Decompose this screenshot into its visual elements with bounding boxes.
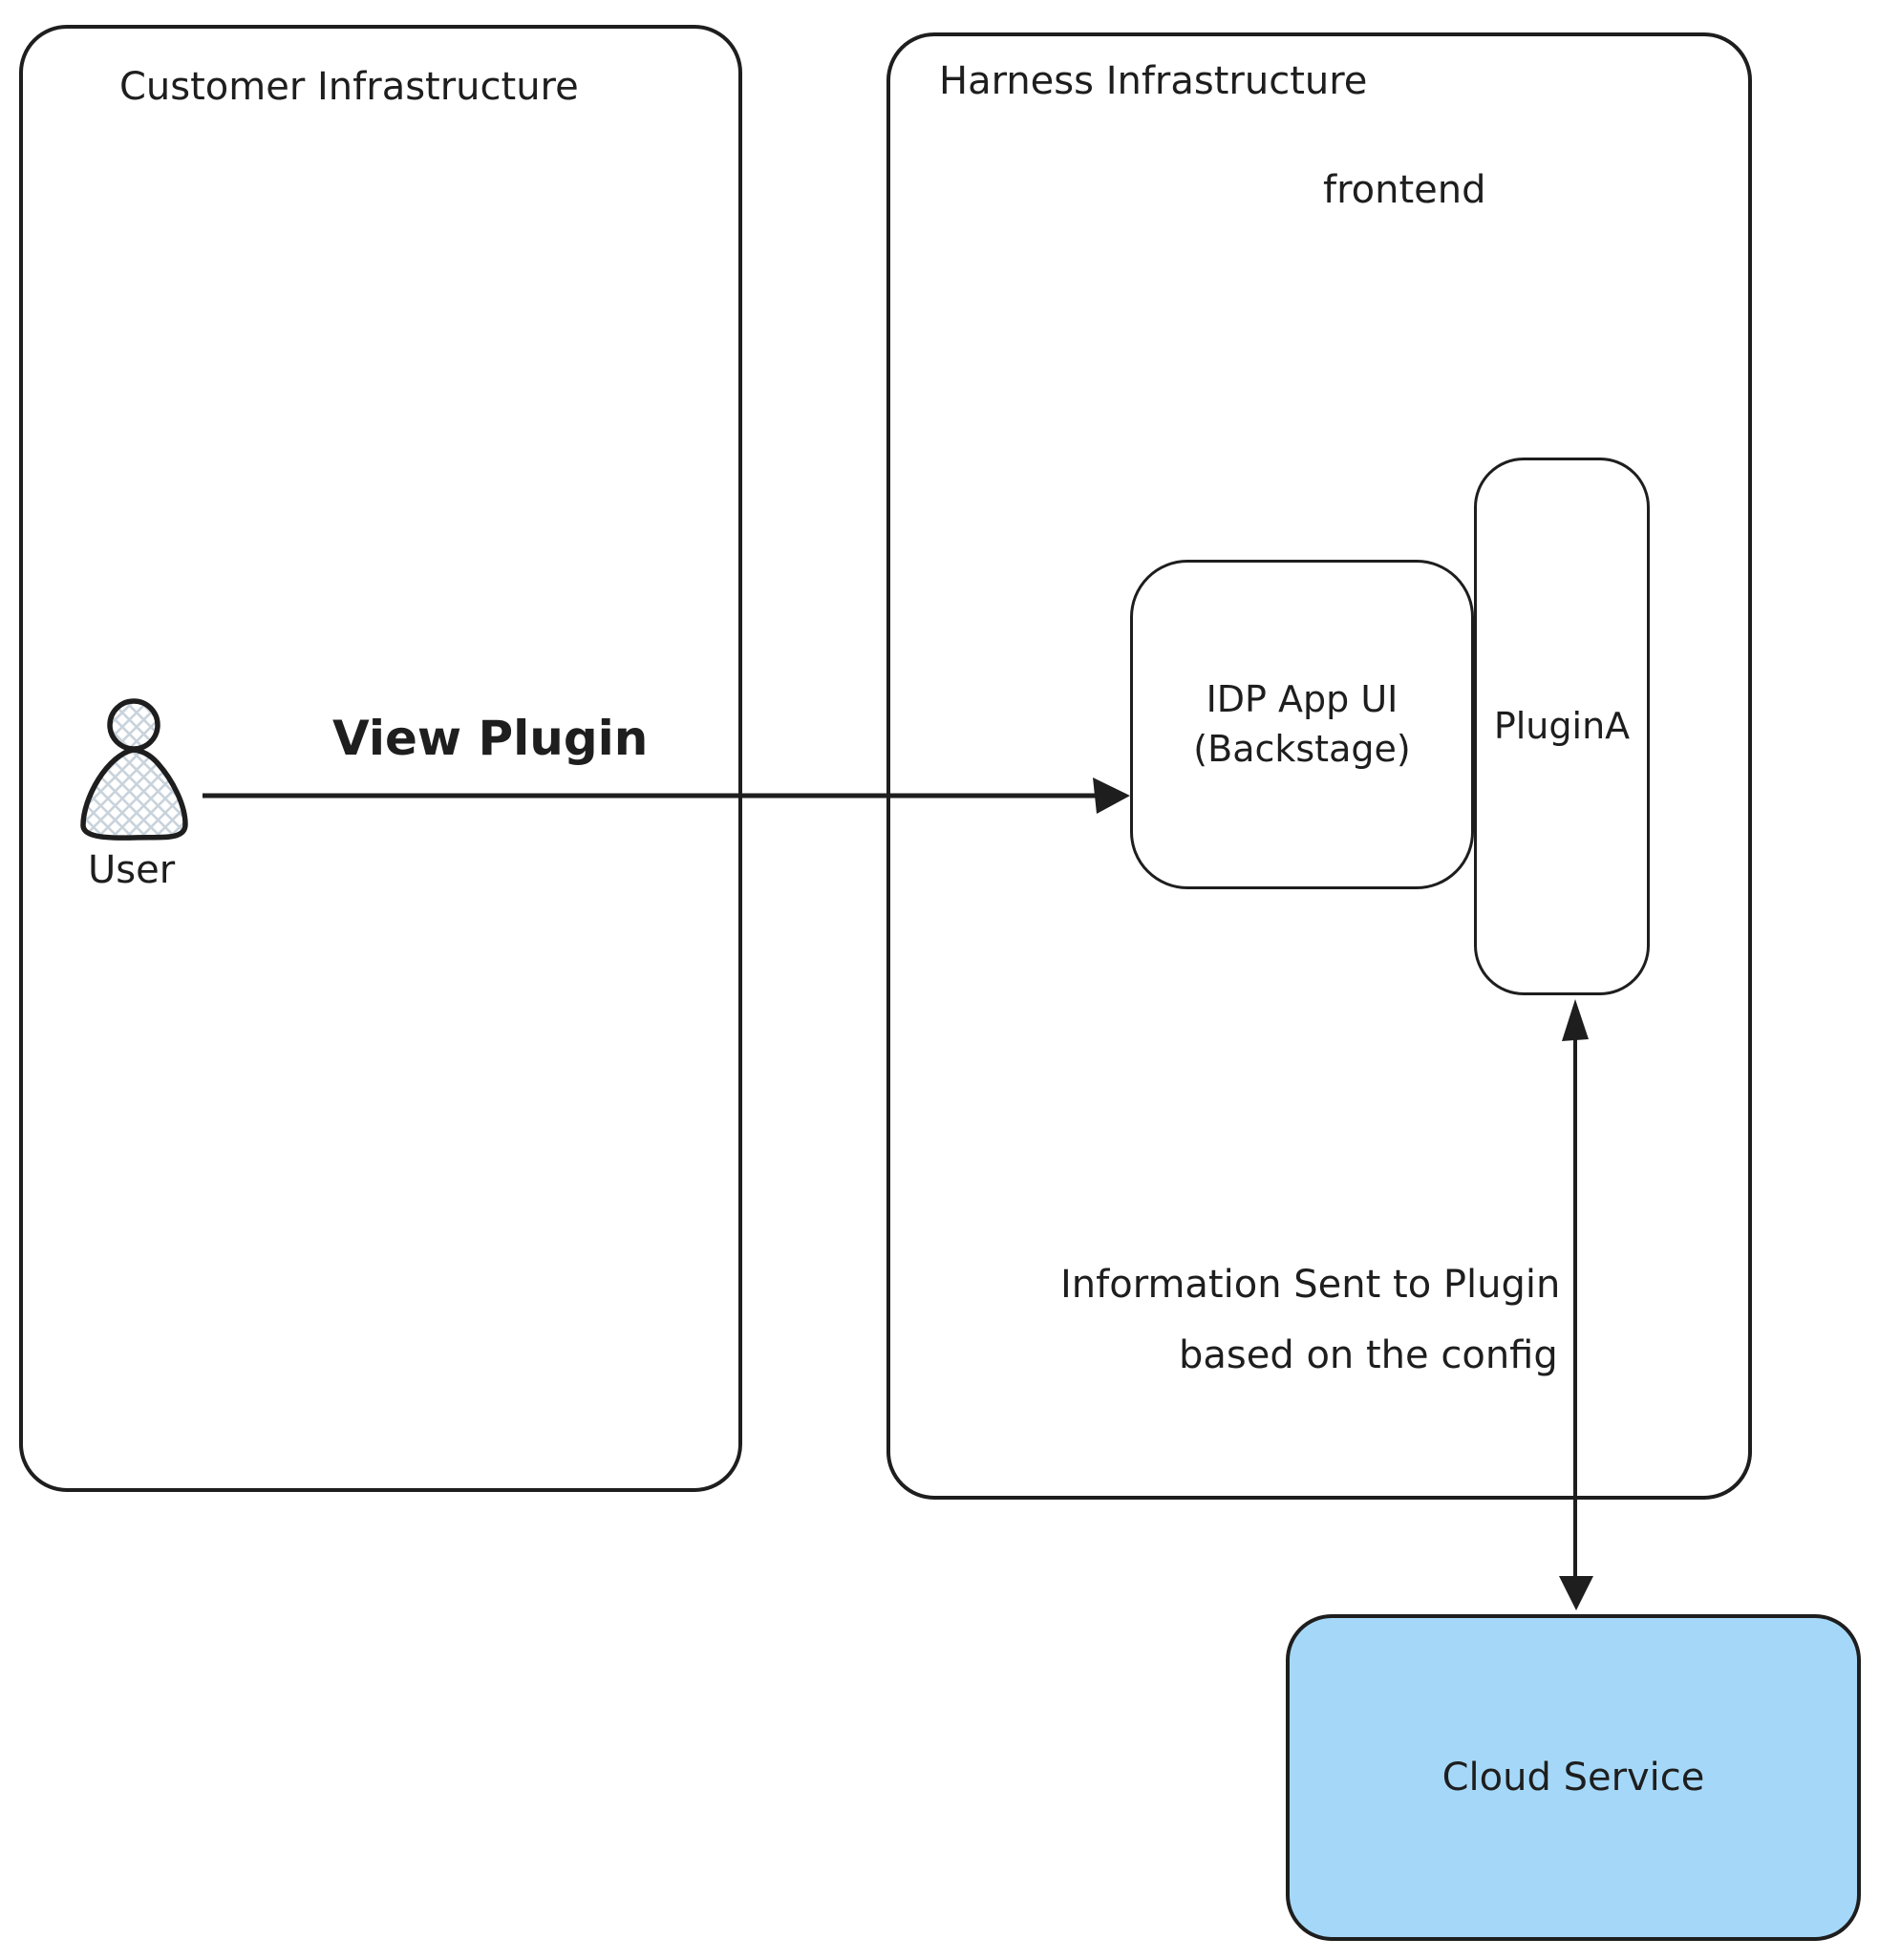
plugin-a-node: PluginA — [1474, 458, 1650, 995]
user-icon — [80, 698, 188, 841]
frontend-label: frontend — [1323, 168, 1486, 212]
plugin-a-label: PluginA — [1493, 704, 1631, 747]
cloud-service-label: Cloud Service — [1441, 1756, 1705, 1800]
info-sent-label-line1: Information Sent to Plugin — [1060, 1263, 1561, 1307]
cloud-service-node: Cloud Service — [1286, 1614, 1861, 1941]
info-sent-label-line2: based on the config — [1179, 1333, 1558, 1377]
idp-app-ui-label: IDP App UI (Backstage) — [1193, 678, 1411, 770]
user-label: User — [88, 848, 176, 892]
customer-infrastructure-label: Customer Infrastructure — [119, 65, 579, 109]
harness-infrastructure-frame — [886, 32, 1752, 1500]
customer-infrastructure-frame — [19, 25, 742, 1492]
harness-infrastructure-label: Harness Infrastructure — [939, 59, 1368, 103]
idp-app-ui-node: IDP App UI (Backstage) — [1130, 560, 1474, 889]
view-plugin-arrow-label: View Plugin — [332, 711, 649, 766]
